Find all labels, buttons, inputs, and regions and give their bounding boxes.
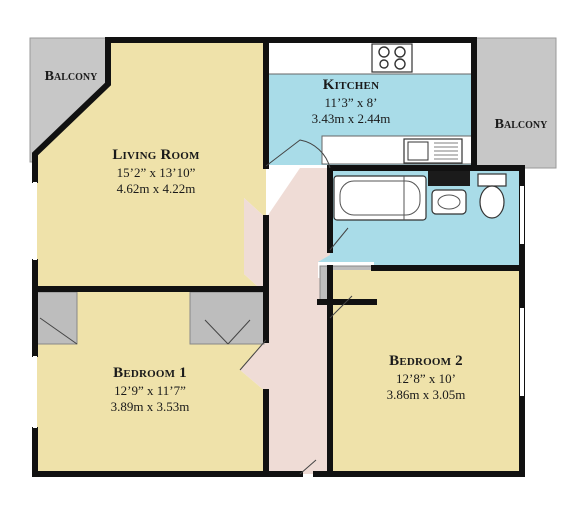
wardrobe-left [34,291,78,345]
bedroom1-label: Bedroom 1 12’9” x 11’7” 3.89m x 3.53m [80,364,220,415]
hob-ring-1 [378,46,390,58]
toilet-cistern [477,173,507,187]
bedroom2-metric: 3.86m x 3.05m [386,387,466,402]
bedroom1-metric: 3.89m x 3.53m [110,399,190,414]
airing-cupboard [428,170,470,186]
hob-ring-3 [379,59,389,69]
sink-drainer-icon [434,142,458,160]
balcony-right-area [473,37,557,169]
balcony-left-label: Balcony [44,69,98,84]
kitchen-imperial: 11’3” x 8’ [324,94,378,110]
living-room-area [35,40,266,294]
hob-ring-2 [394,46,406,58]
walls [32,37,525,477]
kitchen-name: Kitchen [322,77,380,93]
wardrobe-right [189,291,265,345]
bedroom1-name: Bedroom 1 [113,365,187,381]
bedroom2-imperial: 12’8” x 10’ [396,370,456,386]
hob-ring-4 [394,58,406,70]
living-room-metric: 4.62m x 4.22m [116,181,196,196]
windows [33,182,524,428]
bedroom1-imperial: 12’9” x 11’7” [114,382,186,398]
hall-area [240,168,330,474]
living-room-imperial: 15’2” x 13’10” [116,164,196,180]
bedroom2-name: Bedroom 2 [389,353,463,369]
kitchen-metric: 3.43m x 2.44m [311,111,391,126]
bath-basin [431,189,467,215]
living-room-label: Living Room 15’2” x 13’10” 4.62m x 4.22m [86,146,226,197]
bedroom2-label: Bedroom 2 12’8” x 10’ 3.86m x 3.05m [356,352,496,403]
toilet-bowl [479,185,505,219]
balcony-right-label: Balcony [494,117,548,132]
hob [371,43,413,73]
kitchen-sink-bowl [407,141,429,161]
living-room-name: Living Room [112,147,200,163]
bathtub-inner [339,180,421,216]
kitchen-counter-top [267,41,473,75]
bathtub [333,175,427,221]
kitchen-label: Kitchen 11’3” x 8’ 3.43m x 2.44m [286,76,416,127]
door-swings [39,139,353,475]
bath-basin-bowl [437,194,461,210]
